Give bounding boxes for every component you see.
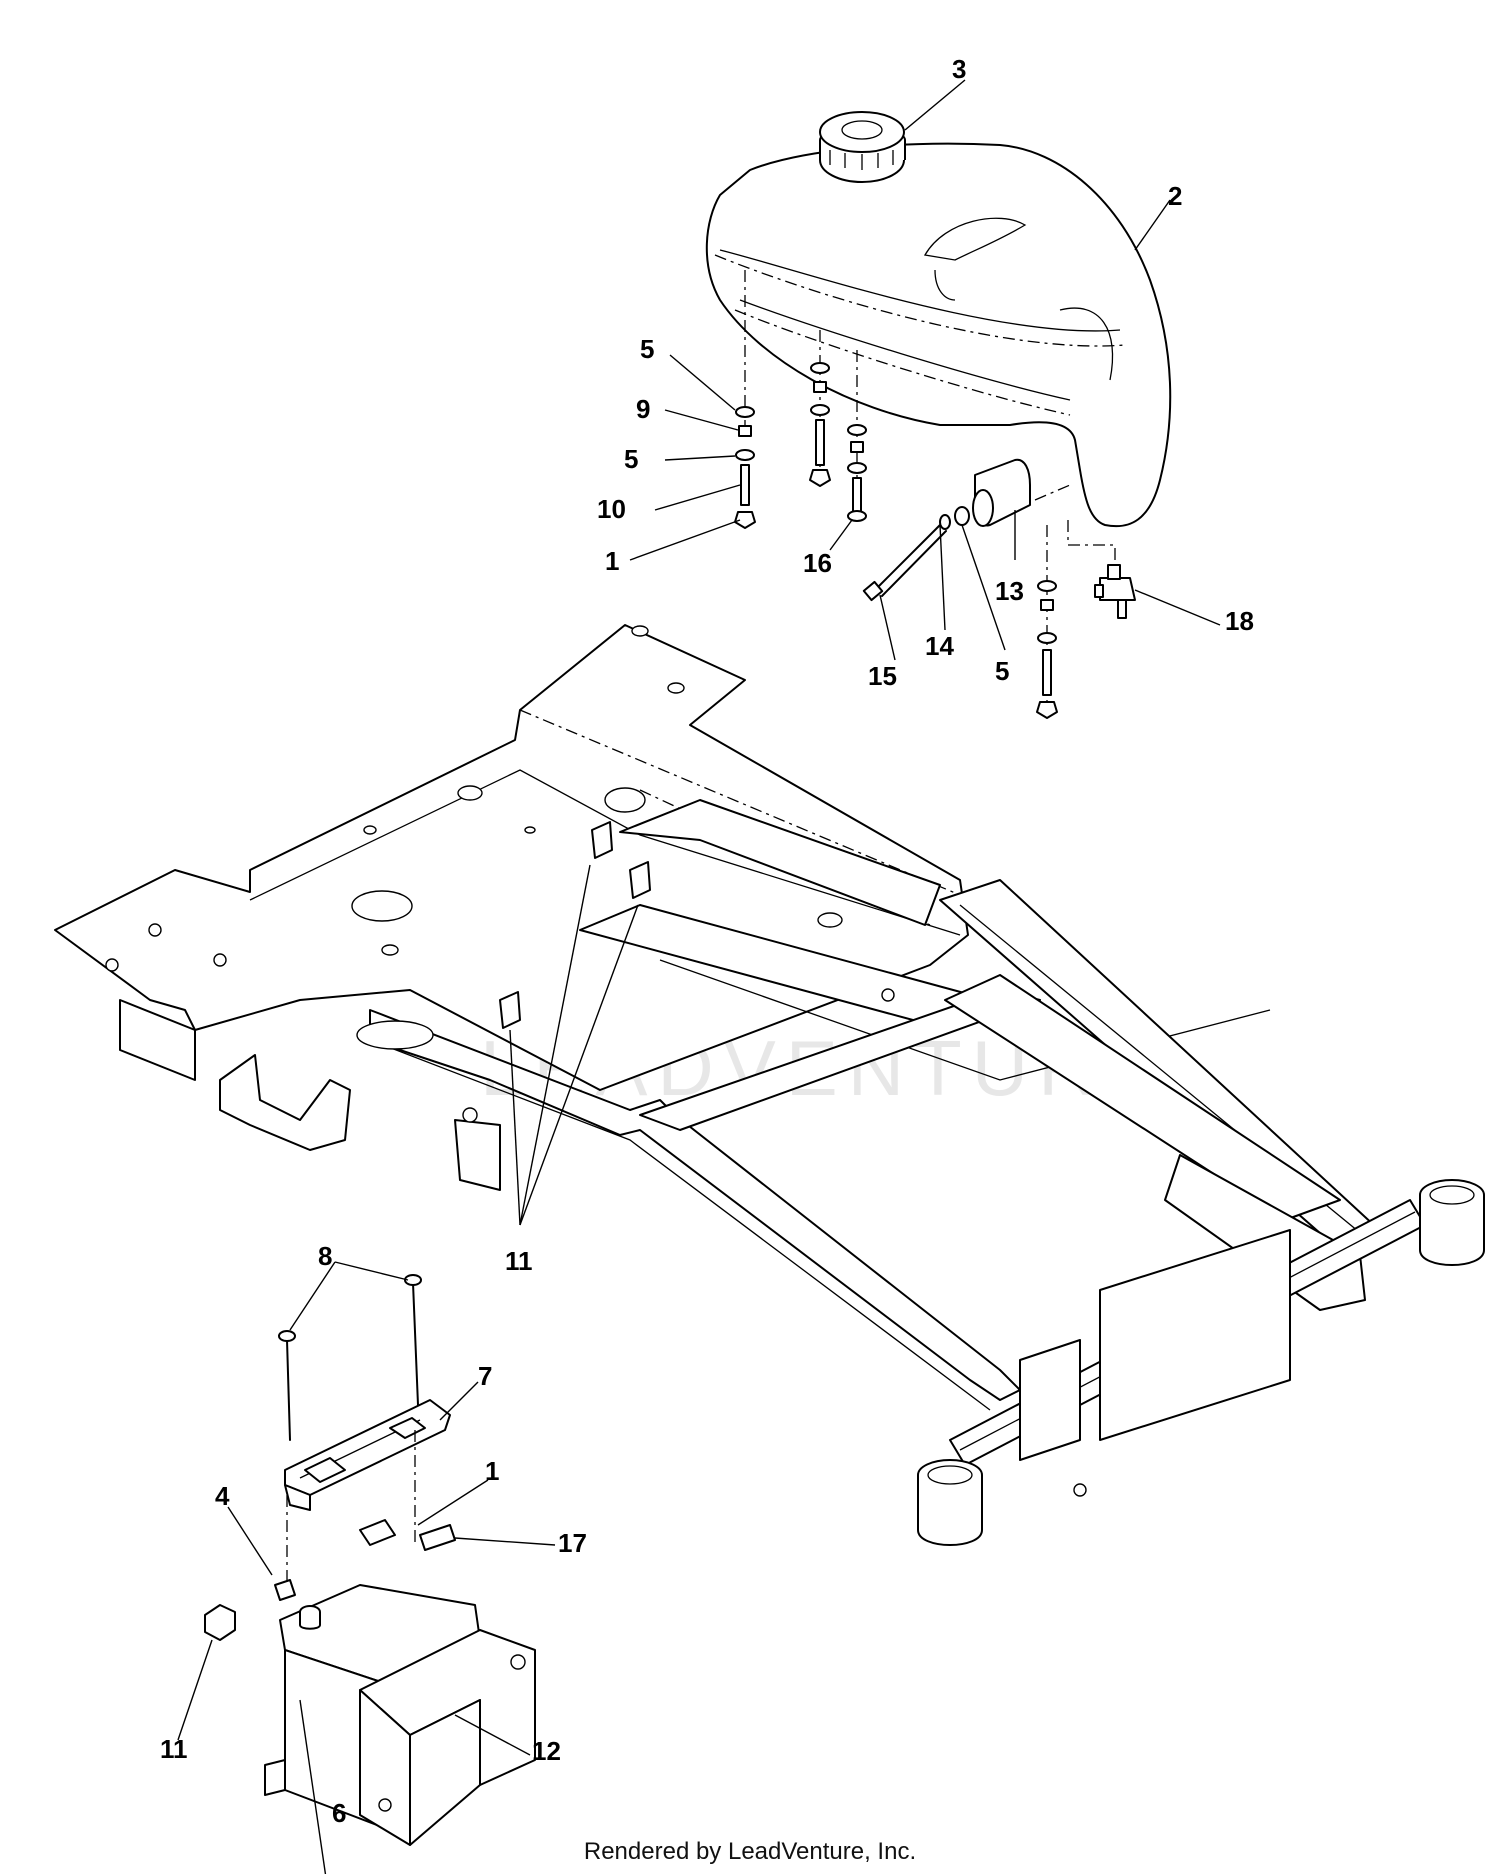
battery-hold-down-bracket xyxy=(284,1399,451,1511)
callout-12: 12 xyxy=(532,1736,561,1766)
frame-clips xyxy=(499,821,651,1226)
callout-6: 6 xyxy=(332,1798,346,1828)
callout-3: 3 xyxy=(952,54,966,84)
callout-5-upper: 5 xyxy=(640,334,654,364)
tank-spacer-bolt xyxy=(862,458,1071,602)
tank-mount-stack-middle xyxy=(809,330,867,522)
callout-18: 18 xyxy=(1225,606,1254,636)
battery-terminal-bolts xyxy=(274,1519,456,1601)
callout-4: 4 xyxy=(215,1481,230,1511)
callout-labels: 3 2 5 9 5 10 1 16 13 14 5 15 18 11 8 7 1… xyxy=(160,54,1254,1828)
callout-14: 14 xyxy=(925,631,954,661)
callout-10: 10 xyxy=(597,494,626,524)
cable-clip xyxy=(204,1604,236,1641)
callout-2: 2 xyxy=(1168,181,1182,211)
callout-5-lower: 5 xyxy=(995,656,1009,686)
callout-17: 17 xyxy=(558,1528,587,1558)
callout-7: 7 xyxy=(478,1361,492,1391)
callout-13: 13 xyxy=(995,576,1024,606)
callout-11-frame: 11 xyxy=(505,1246,533,1276)
tank-mount-stack-right xyxy=(1036,525,1058,719)
battery-hold-down-rods xyxy=(278,1274,422,1441)
callout-5-middle: 5 xyxy=(624,444,638,474)
callout-1-top: 1 xyxy=(605,546,619,576)
main-frame xyxy=(54,624,1485,1546)
callout-8: 8 xyxy=(318,1241,332,1271)
fuel-tank xyxy=(705,142,1172,528)
callout-11-battery: 11 xyxy=(160,1734,188,1764)
tank-mount-stack-left xyxy=(734,270,756,529)
callout-16: 16 xyxy=(803,548,832,578)
callout-9: 9 xyxy=(636,394,650,424)
fuel-cap xyxy=(819,111,906,183)
footer-credit: Rendered by LeadVenture, Inc. xyxy=(583,1838,917,1865)
callout-15: 15 xyxy=(868,661,897,691)
battery-tray xyxy=(264,1629,536,1846)
leader-lines xyxy=(177,79,1221,1874)
fuel-valve xyxy=(1067,520,1136,619)
callout-1-battery: 1 xyxy=(485,1456,499,1486)
